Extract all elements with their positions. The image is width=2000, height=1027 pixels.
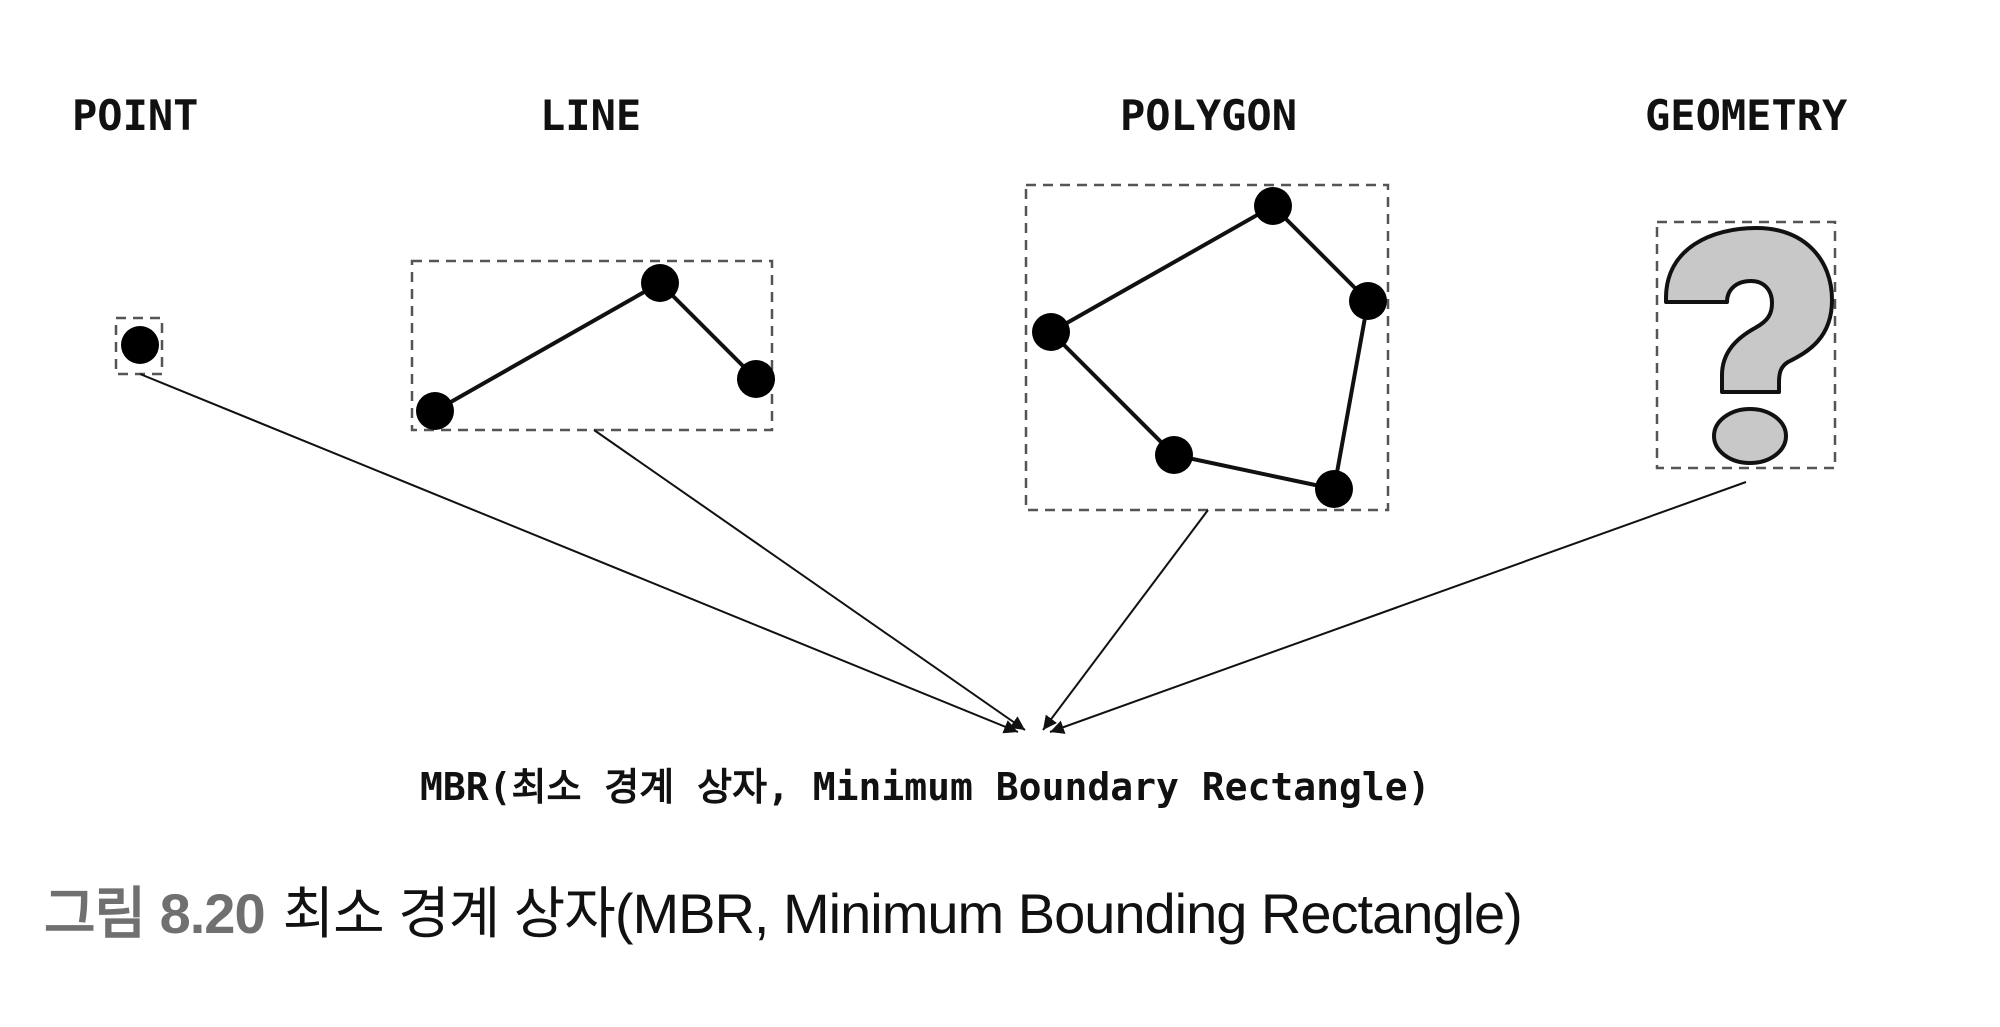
point-vertex xyxy=(121,326,159,364)
mbr-label: MBR(최소 경계 상자, Minimum Boundary Rectangle… xyxy=(420,765,1431,809)
label-line: LINE xyxy=(540,91,641,140)
arrow-polygon-to-mbr xyxy=(1042,509,1209,731)
polygon-shape xyxy=(1024,183,1390,512)
polygon-vertex xyxy=(1254,187,1292,225)
polygon-edges xyxy=(1049,204,1370,491)
label-polygon: POLYGON xyxy=(1120,91,1297,140)
arrows xyxy=(139,373,1747,734)
figure-caption-text: 최소 경계 상자(MBR, Minimum Bounding Rectangle… xyxy=(282,882,1523,945)
geometry-shape xyxy=(1655,220,1837,470)
polygon-vertex xyxy=(1349,282,1387,320)
line-shape xyxy=(410,259,775,432)
polygon-vertex xyxy=(1032,313,1070,351)
arrow-point-to-mbr xyxy=(139,373,1019,734)
line-segments xyxy=(434,281,758,413)
arrow-geometry-to-mbr xyxy=(1049,481,1747,734)
polygon-vertex xyxy=(1155,436,1193,474)
figure-number: 그림 8.20 xyxy=(44,882,266,945)
question-mark-icon xyxy=(1664,226,1834,465)
geometry-mbr-box xyxy=(1655,220,1837,470)
point-shape xyxy=(114,316,164,376)
polygon-vertex xyxy=(1315,470,1353,508)
figure-caption: 그림 8.20 최소 경계 상자(MBR, Minimum Bounding Re… xyxy=(44,880,1523,947)
line-vertex xyxy=(641,264,679,302)
point-mbr-box xyxy=(114,316,164,376)
label-point: POINT xyxy=(72,91,198,140)
line-mbr-box xyxy=(410,259,774,432)
arrow-line-to-mbr xyxy=(593,429,1026,731)
line-vertex xyxy=(737,360,775,398)
line-vertex xyxy=(416,392,454,430)
label-geometry: GEOMETRY xyxy=(1645,91,1848,140)
